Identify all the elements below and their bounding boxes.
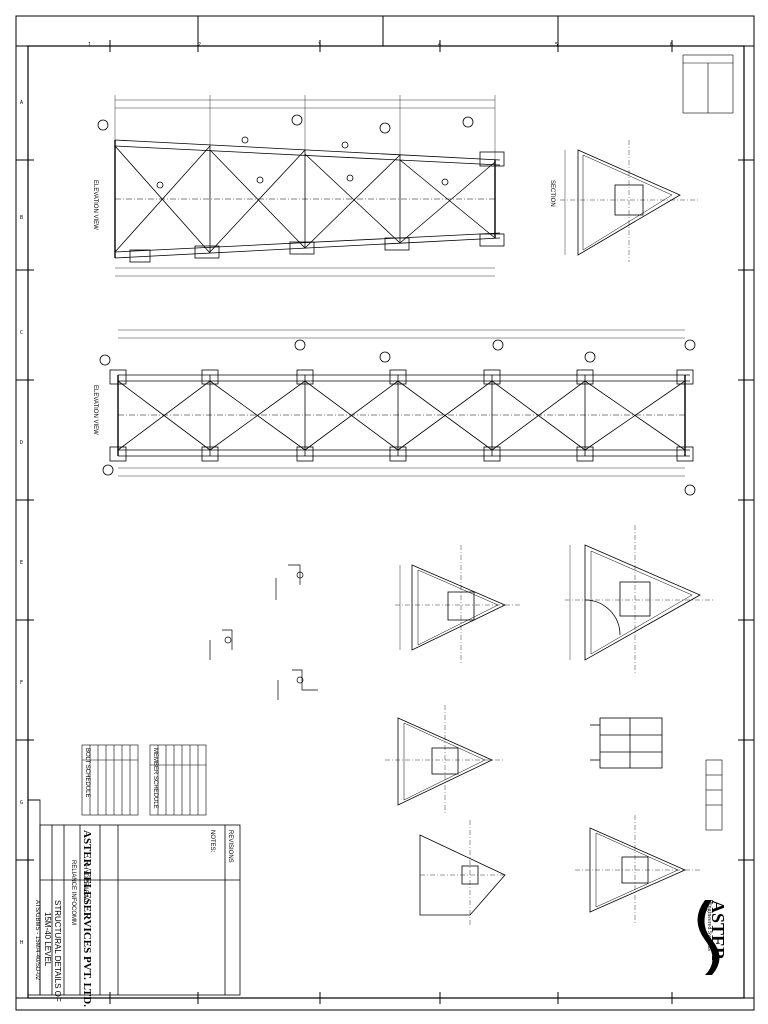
revisions-title: REVISIONS <box>227 830 233 863</box>
member-table-title: MEMBER SCHEDULE <box>152 748 158 809</box>
top-elevation-truss <box>97 95 505 277</box>
aster-logo <box>697 900 720 975</box>
bottom-section-left <box>419 820 506 925</box>
legend-box-right <box>705 759 723 831</box>
lower-section-left <box>385 705 505 815</box>
member-schedule-table <box>149 744 207 816</box>
grid-number-5: 5 <box>555 42 559 48</box>
symbol-legend-top-right <box>682 54 734 114</box>
grid-number-1: 1 <box>88 42 92 48</box>
client-name: RELIANCE INFOCOMM <box>70 860 76 926</box>
sheet-frame <box>15 15 755 1011</box>
company-city: HYDERABAD <box>82 865 88 903</box>
grid-number-3: 3 <box>318 42 322 48</box>
grid-number-6: 6 <box>670 42 674 48</box>
middle-section-left <box>395 545 520 665</box>
notes-title: NOTES: <box>209 830 215 853</box>
grid-letter-f: F <box>20 680 24 686</box>
drawing-title-line1: STRUCTURAL DETAILS OF <box>53 900 62 1002</box>
bolt-schedule-table <box>81 744 139 816</box>
grid-letter-c: C <box>20 330 24 336</box>
middle-elevation-truss <box>99 329 696 496</box>
company-name: ASTER TELESERVICES PVT. LTD. <box>81 830 93 1008</box>
grid-number-4: 4 <box>438 42 442 48</box>
logo-tagline: Engineered Systems <box>706 902 712 951</box>
drawing-title-line2: 15M-40 LEVEL <box>43 912 52 967</box>
title-block <box>27 799 241 996</box>
bolt-table-title: BOLT SCHEDULE <box>84 748 90 798</box>
grid-letter-e: E <box>20 560 24 566</box>
grid-letter-a: A <box>20 100 24 106</box>
middle-section-right <box>565 525 715 675</box>
grid-letter-h: H <box>20 940 24 946</box>
middle-elevation-label: ELEVATION VIEW <box>92 385 98 435</box>
grid-letter-g: G <box>20 800 24 806</box>
grid-letter-b: B <box>20 215 24 221</box>
top-section-triangle <box>560 140 700 262</box>
section-label: SECTION <box>549 180 555 207</box>
small-bolt-details <box>209 564 318 700</box>
grid-letter-d: D <box>20 440 24 446</box>
grid-number-2: 2 <box>198 42 202 48</box>
drawing-number: ATS/GBMS - 15M/4-40/SD-02 <box>34 900 40 980</box>
top-elevation-label: ELEVATION VIEW <box>92 180 98 230</box>
bottom-section-right <box>575 815 700 925</box>
lower-detail-right <box>590 717 663 769</box>
